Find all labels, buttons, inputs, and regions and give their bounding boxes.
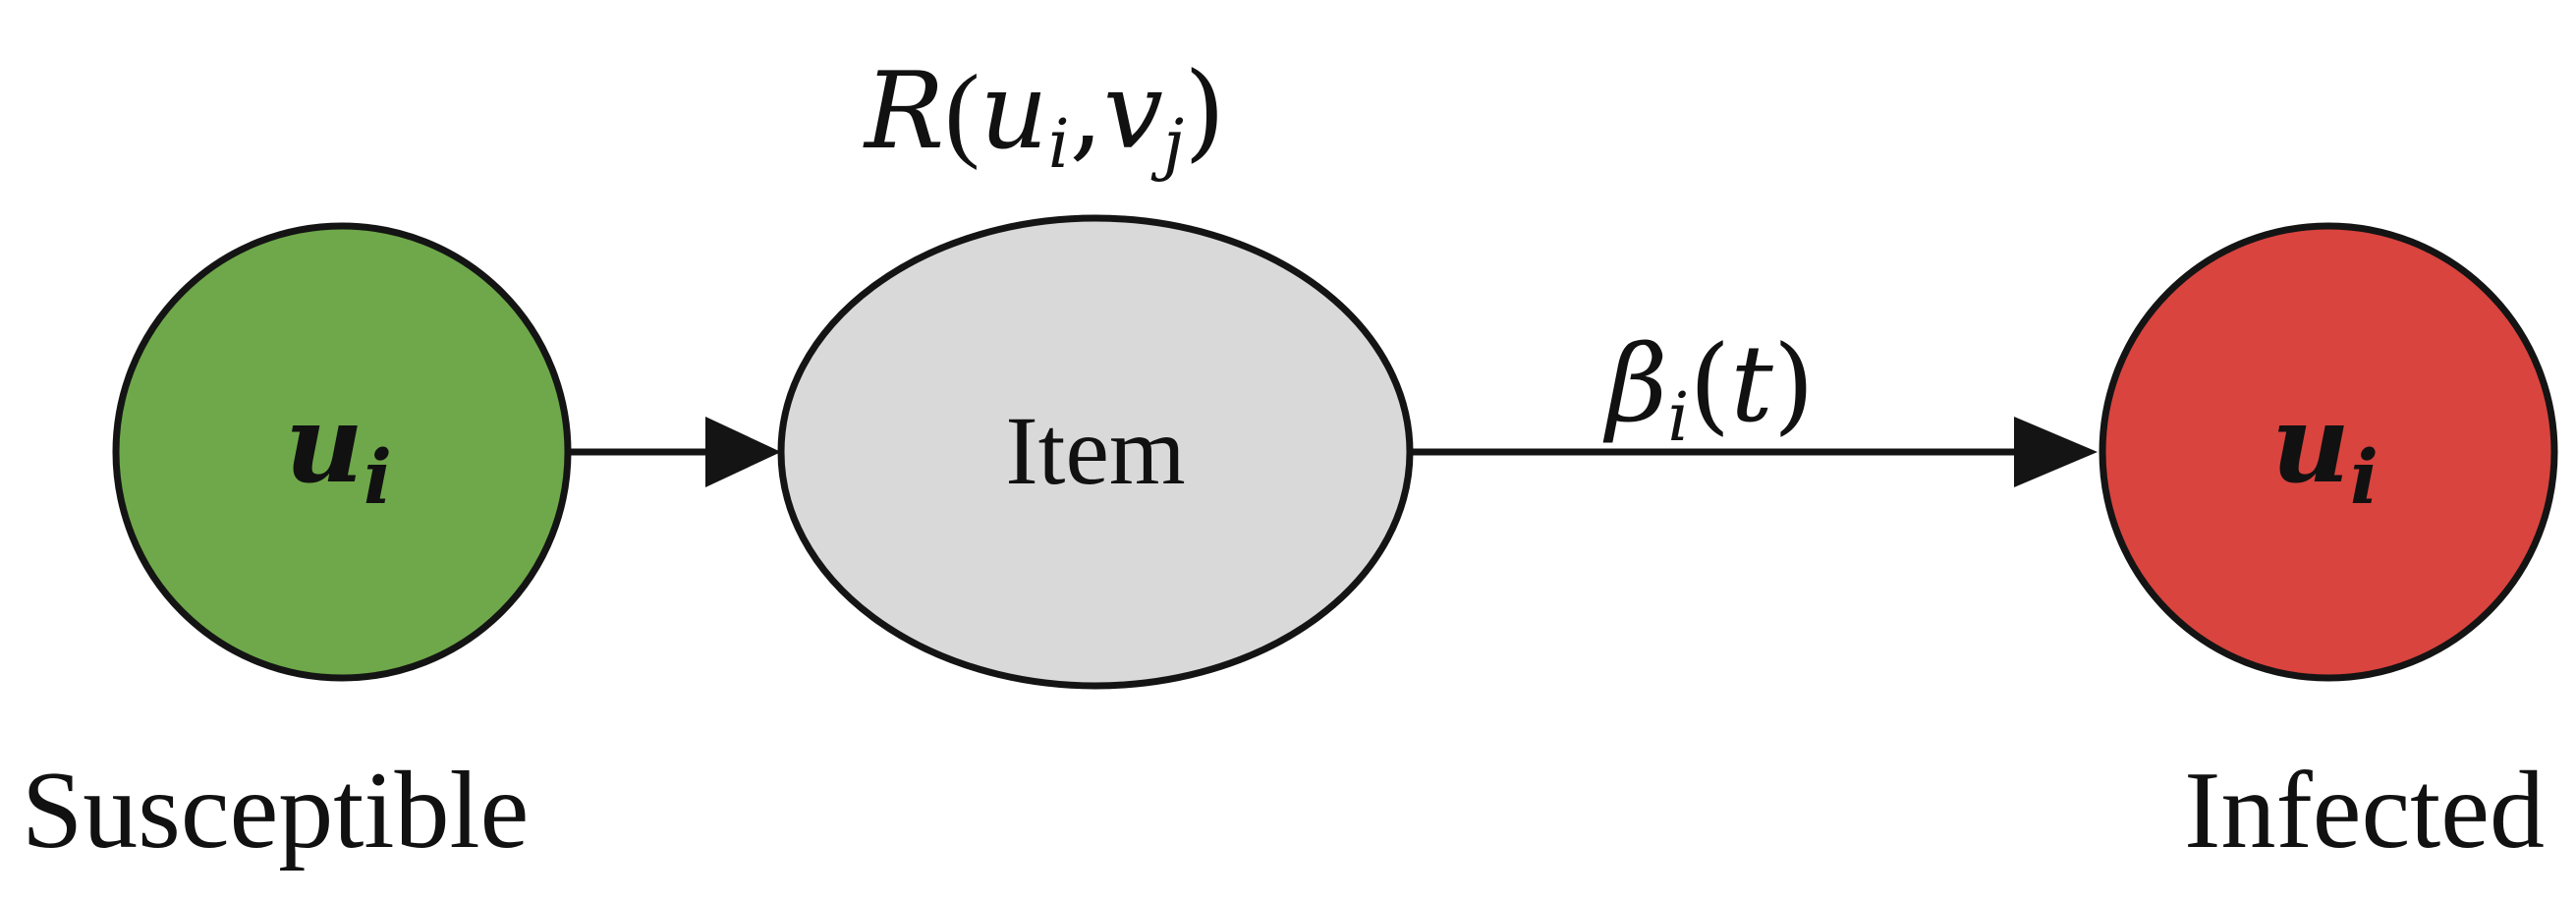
susceptible-node-circle bbox=[112, 222, 572, 682]
arrowhead-icon bbox=[705, 417, 781, 487]
edge-susceptible-to-item bbox=[568, 417, 781, 487]
arrowhead-icon bbox=[2014, 417, 2098, 487]
node-item: Item bbox=[777, 214, 1414, 690]
item-node-ellipse bbox=[777, 214, 1414, 690]
susceptible-node-label: ui bbox=[285, 380, 392, 521]
node-susceptible: ui bbox=[112, 222, 572, 682]
relevance-formula-label: R(ui,vj) bbox=[863, 50, 1225, 184]
infected-node-circle bbox=[2099, 222, 2558, 682]
infection-rate-label: βi(t) bbox=[1602, 323, 1815, 457]
item-node-label: Item bbox=[1005, 396, 1185, 505]
infected-caption: Infected bbox=[2184, 750, 2545, 872]
node-infected: ui bbox=[2099, 222, 2558, 682]
edge-item-to-infected bbox=[1410, 417, 2098, 487]
susceptible-caption: Susceptible bbox=[22, 750, 529, 872]
infected-node-label: ui bbox=[2271, 380, 2379, 521]
